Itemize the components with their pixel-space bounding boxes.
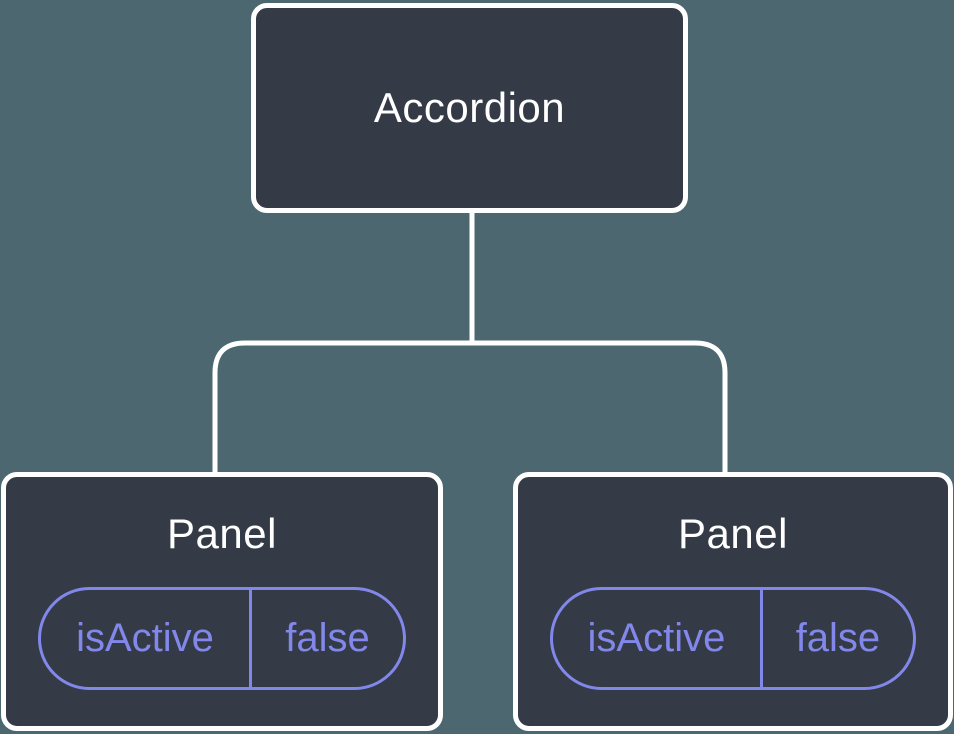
state-key: isActive	[41, 589, 253, 687]
node-panel-right: Panel isActive false	[513, 472, 953, 731]
node-panel-right-label: Panel	[678, 510, 788, 557]
state-value: false	[795, 615, 881, 660]
node-accordion-label: Accordion	[373, 84, 566, 131]
node-panel-left: Panel isActive false	[1, 472, 443, 731]
state-pill: isActive false	[550, 586, 916, 690]
node-panel-left-label: Panel	[167, 510, 277, 557]
connector-branch-line	[212, 340, 728, 478]
state-key: isActive	[553, 589, 763, 687]
state-pill: isActive false	[38, 586, 406, 690]
state-value: false	[285, 615, 370, 660]
node-accordion: Accordion	[251, 3, 688, 213]
